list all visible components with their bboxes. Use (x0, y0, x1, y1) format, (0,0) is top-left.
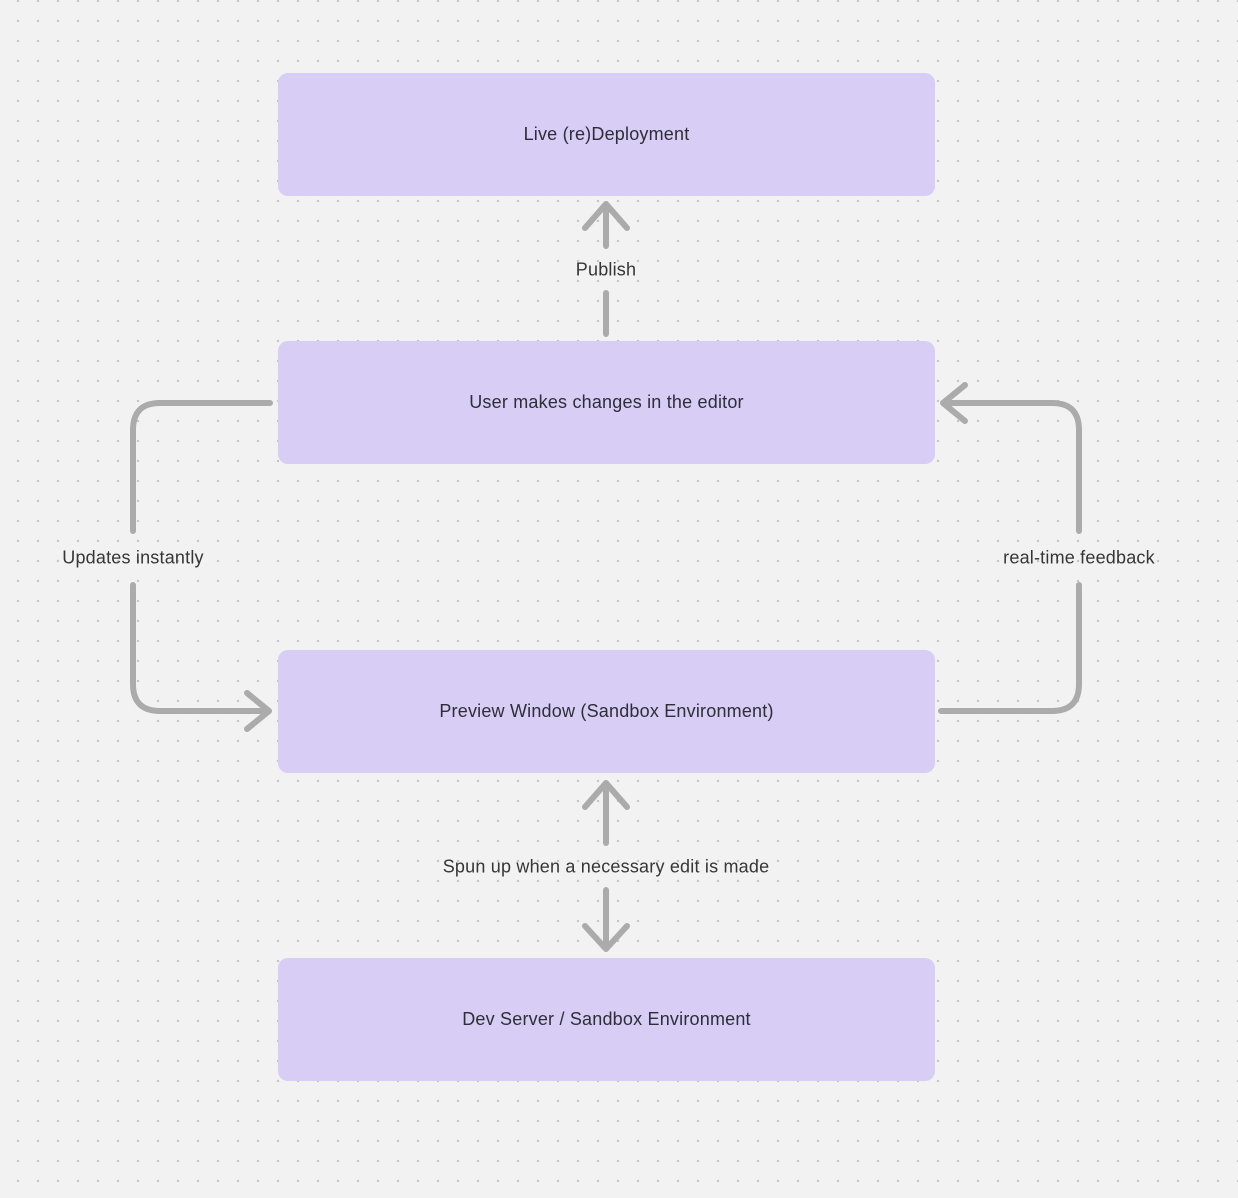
edge-shaft (130, 582, 264, 714)
node-label: User makes changes in the editor (469, 392, 744, 412)
edge-label-publish: Publish (575, 259, 637, 280)
arrowhead-up-icon (582, 201, 630, 231)
edge-shaft (938, 582, 1082, 714)
edge-shaft (130, 400, 273, 534)
edge-label-spun-up: Spun up when a necessary edit is made (442, 856, 770, 877)
node-user-editor[interactable]: User makes changes in the editor (278, 341, 935, 464)
arrowhead-up-icon (582, 780, 630, 810)
node-label: Dev Server / Sandbox Environment (462, 1009, 751, 1029)
node-preview-window[interactable]: Preview Window (Sandbox Environment) (278, 650, 935, 773)
node-live-redeployment[interactable]: Live (re)Deployment (278, 73, 935, 196)
arrowhead-down-icon (582, 923, 630, 952)
node-dev-server[interactable]: Dev Server / Sandbox Environment (278, 958, 935, 1081)
arrowhead-right-icon (244, 690, 272, 732)
arrowhead-left-icon (940, 382, 968, 424)
edge-label-real-time-feedback: real-time feedback (1003, 547, 1155, 568)
edge-shaft (948, 400, 1082, 534)
node-label: Live (re)Deployment (523, 124, 690, 144)
edge-label-updates-instantly: Updates instantly (62, 547, 204, 568)
node-label: Preview Window (Sandbox Environment) (439, 701, 774, 721)
